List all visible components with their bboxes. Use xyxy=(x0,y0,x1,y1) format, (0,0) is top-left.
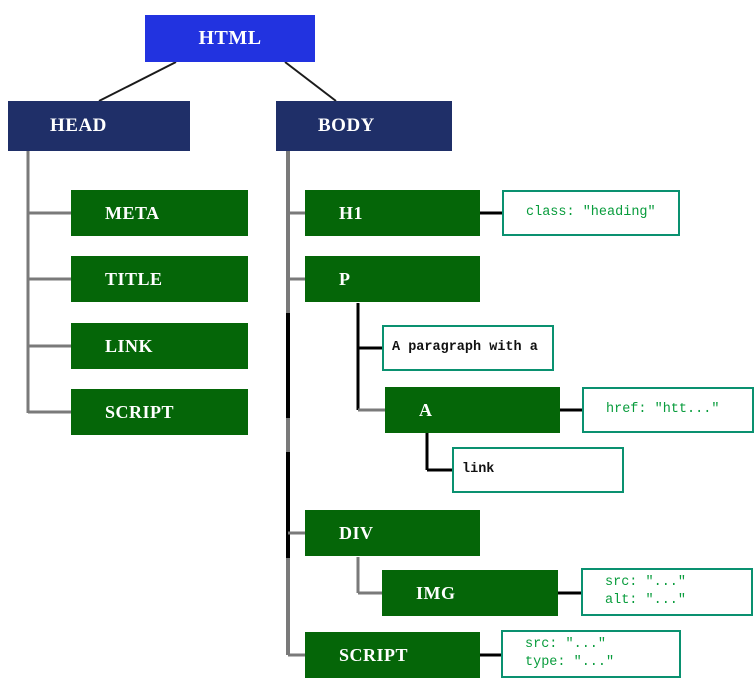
text-node-link[interactable]: link xyxy=(452,447,624,493)
text-node-link-line1: link xyxy=(462,461,495,477)
node-p-label: P xyxy=(339,268,351,289)
node-body-script-label: SCRIPT xyxy=(339,644,409,665)
node-img[interactable]: IMG xyxy=(382,570,558,616)
attr-img[interactable]: src: "..." alt: "..." xyxy=(581,568,753,616)
node-title[interactable]: TITLE xyxy=(71,256,248,302)
node-img-label: IMG xyxy=(416,582,456,603)
node-body[interactable]: BODY xyxy=(276,101,452,151)
node-meta-label: META xyxy=(105,202,160,223)
attr-script-src: src: "..." xyxy=(525,636,607,652)
node-html-label: HTML xyxy=(198,27,262,49)
attr-a-href[interactable]: href: "htt..." xyxy=(582,387,754,433)
node-div[interactable]: DIV xyxy=(305,510,480,556)
node-a-label: A xyxy=(419,399,433,420)
node-link-label: LINK xyxy=(105,335,154,356)
node-h1[interactable]: H1 xyxy=(305,190,480,236)
node-head-label: HEAD xyxy=(50,115,107,136)
attr-img-src: src: "..." xyxy=(605,574,687,590)
node-body-script[interactable]: SCRIPT xyxy=(305,632,480,678)
node-html[interactable]: HTML xyxy=(145,15,315,62)
text-node-paragraph[interactable]: A paragraph with a xyxy=(382,325,554,371)
node-p[interactable]: P xyxy=(305,256,480,302)
node-link[interactable]: LINK xyxy=(71,323,248,369)
node-a[interactable]: A xyxy=(385,387,560,433)
node-head-script[interactable]: SCRIPT xyxy=(71,389,248,435)
attr-script[interactable]: src: "..." type: "..." xyxy=(501,630,681,678)
attr-a-href-line1: href: "htt..." xyxy=(606,401,720,417)
edge-html-body xyxy=(284,61,337,102)
node-title-label: TITLE xyxy=(105,268,163,289)
text-node-paragraph-line1: A paragraph with a xyxy=(392,339,538,355)
attr-h1-class[interactable]: class: "heading" xyxy=(502,190,680,236)
edge-html-head xyxy=(98,61,177,102)
node-body-label: BODY xyxy=(318,115,375,136)
node-h1-label: H1 xyxy=(339,202,364,223)
node-meta[interactable]: META xyxy=(71,190,248,236)
attr-img-alt: alt: "..." xyxy=(605,593,687,608)
node-head[interactable]: HEAD xyxy=(8,101,190,151)
node-head-script-label: SCRIPT xyxy=(105,401,175,422)
attr-script-type: type: "..." xyxy=(525,655,615,670)
node-div-label: DIV xyxy=(339,522,374,543)
attr-h1-class-line1: class: "heading" xyxy=(526,204,656,220)
